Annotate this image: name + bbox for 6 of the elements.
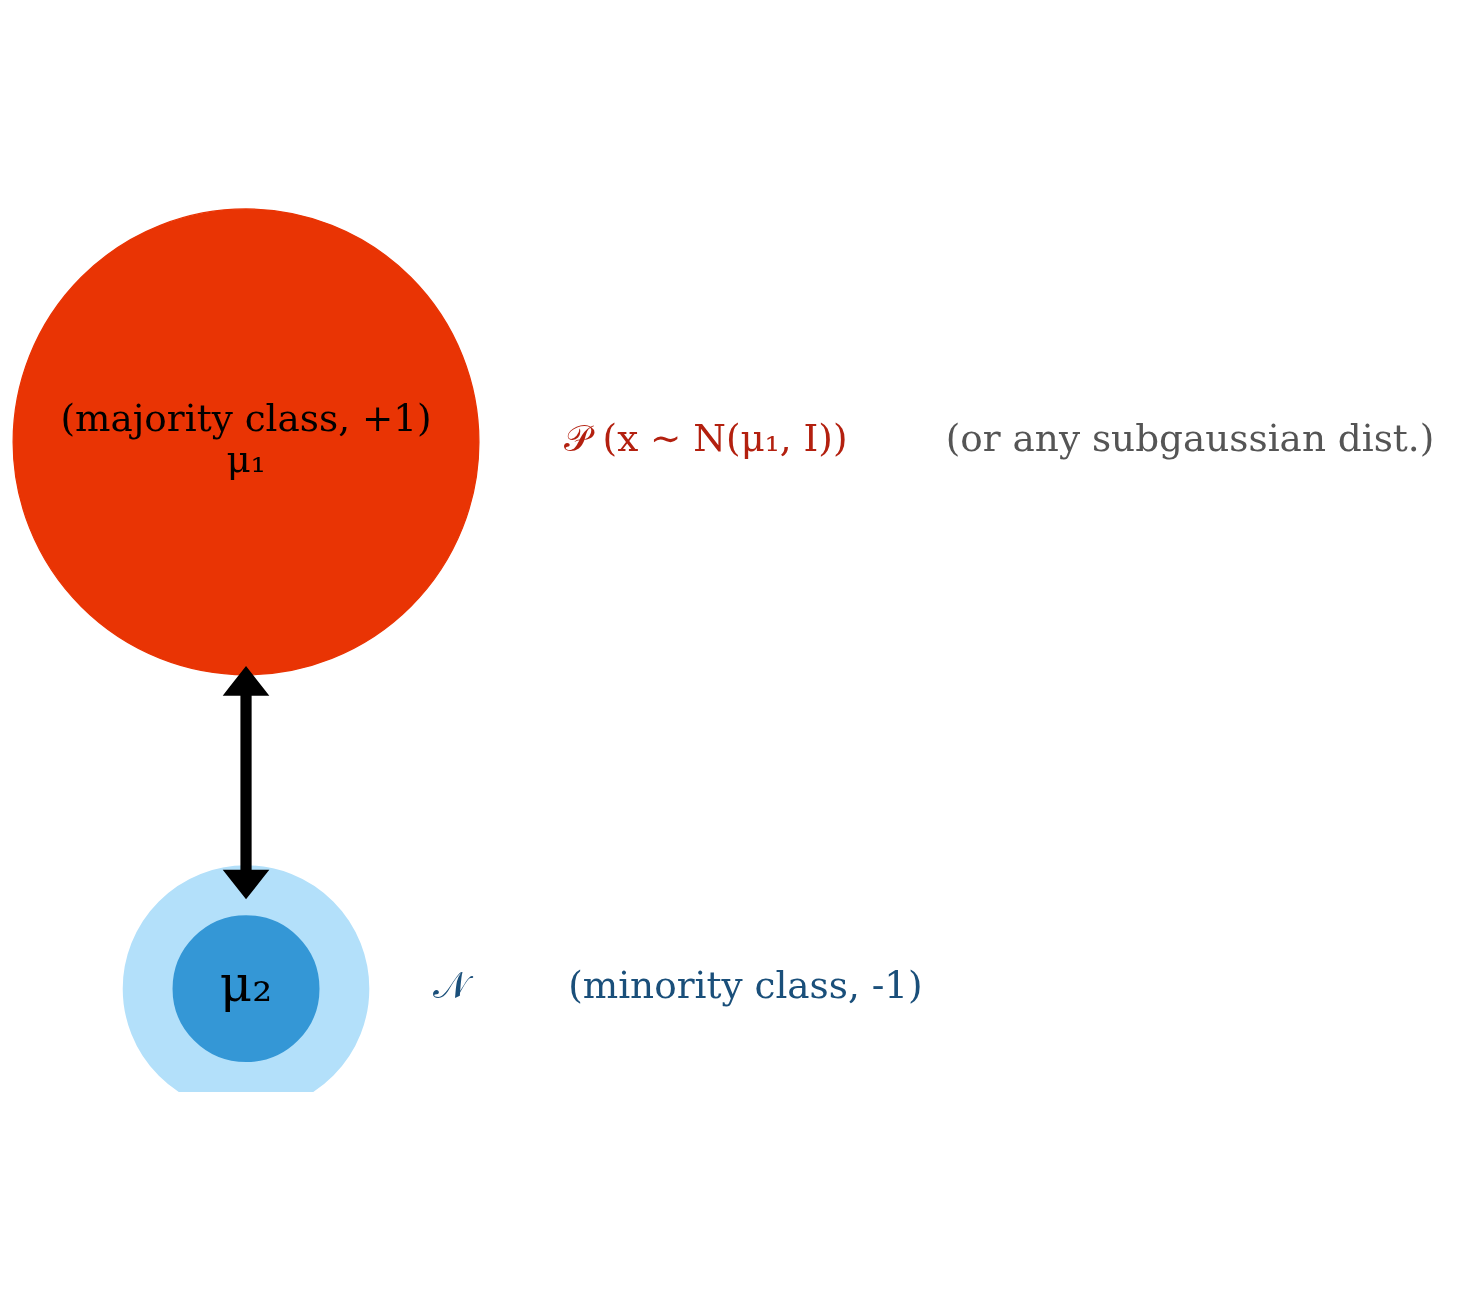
node-label: (minority class, -1) xyxy=(568,962,923,1007)
node-label: (or any subgaussian dist.) xyxy=(945,416,1435,461)
node-circle: (majority class, +1) μ₁ xyxy=(12,208,480,676)
node-circle: μ₂ xyxy=(122,865,370,1092)
arrow xyxy=(222,666,270,900)
node-label: 𝒫 (x ∼ N(μ₁, I)) xyxy=(563,416,848,461)
